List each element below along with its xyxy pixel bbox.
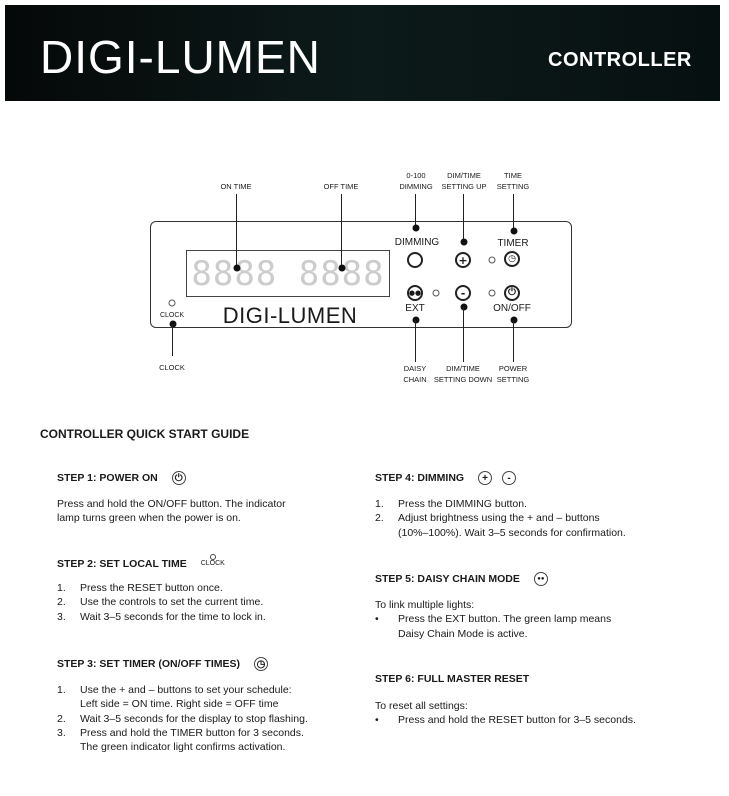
callout-power-setting: POWER SETTING [496, 364, 530, 384]
dimming-label: DIMMING [394, 237, 440, 248]
step-body: To link multiple lights: •Press the EXT … [375, 598, 611, 641]
clock-lamp [168, 299, 176, 307]
leader-line [463, 194, 464, 242]
step-4: STEP 4: DIMMING +- 1.Press the DIMMING bu… [375, 471, 626, 540]
leader-line [341, 194, 342, 268]
list-item: 1.Press the RESET button once. [57, 582, 223, 594]
step-list: 1.Press the DIMMING button. 2.Adjust bri… [375, 497, 626, 540]
onoff-button[interactable]: ⏻ [504, 285, 520, 301]
timer-label: TIMER [497, 238, 529, 249]
daisy-chain-icon: ●● [533, 572, 548, 586]
step-list: 1.Use the + and – buttons to set your sc… [57, 683, 308, 754]
step-2: STEP 2: SET LOCAL TIME CLOCK 1.Press the … [57, 553, 266, 624]
callout-dot [233, 264, 240, 272]
power-icon: ⏻ [171, 471, 186, 485]
intro-text: To reset all settings: [375, 700, 468, 712]
step-heading: STEP 2: SET LOCAL TIME [57, 558, 187, 570]
step-heading: STEP 4: DIMMING [375, 472, 465, 484]
callout-clock: CLOCK [159, 363, 185, 372]
header-banner [5, 5, 720, 101]
power-lamp [488, 289, 496, 297]
callout-dim-up: DIM/TIME SETTING UP [441, 171, 487, 191]
step-body: To reset all settings: •Press and hold t… [375, 699, 636, 728]
text-line: Press and hold the ON/OFF button. The in… [57, 498, 286, 510]
callout-dot [412, 224, 419, 232]
callout-time-setting: TIME SETTING [496, 171, 530, 191]
step-heading: STEP 5: DAISY CHAIN MODE [375, 573, 520, 585]
callout-dot [338, 264, 345, 272]
minus-icon: - [502, 471, 517, 485]
plus-icon: + [478, 471, 493, 485]
ext-button[interactable]: ●● [407, 285, 423, 301]
step-5: STEP 5: DAISY CHAIN MODE ●● To link multi… [375, 572, 611, 641]
led-display: 8888 8888 [186, 250, 390, 297]
minus-button[interactable]: - [455, 285, 471, 301]
callout-daisy-chain: DAISY CHAIN [403, 364, 427, 384]
header-subtitle: CONTROLLER [548, 49, 692, 71]
timer-icon: ◷ [508, 253, 516, 264]
step-1: STEP 1: POWER ON ⏻ Press and hold the ON/… [57, 471, 286, 526]
list-item: 2.Adjust brightness using the + and – bu… [375, 512, 626, 539]
intro-text: To link multiple lights: [375, 599, 475, 611]
controller-panel [150, 221, 572, 328]
step-heading: STEP 1: POWER ON [57, 472, 158, 484]
panel-logo: DIGI-LUMEN [222, 303, 358, 328]
icon-label: CLOCK [200, 559, 225, 567]
timer-button[interactable]: ◷ [504, 251, 520, 267]
list-item: 1.Use the + and – buttons to set your sc… [57, 684, 292, 711]
ext-label: EXT [405, 303, 425, 314]
list-item: 3.Wait 3–5 seconds for the time to lock … [57, 610, 266, 623]
list-item: 2.Use the controls to set the current ti… [57, 596, 264, 609]
list-item: •Press and hold the RESET button for 3–5… [375, 714, 636, 727]
list-item: 2.Wait 3–5 seconds for the display to st… [57, 712, 308, 725]
timer-lamp [488, 256, 496, 264]
callout-dot [460, 238, 467, 246]
power-icon: ⏻ [508, 287, 516, 298]
step-list: 1.Press the RESET button once. 2.Use the… [57, 581, 266, 624]
guide-title: CONTROLLER QUICK START GUIDE [40, 427, 250, 441]
step-heading: STEP 6: FULL MASTER RESET [375, 673, 530, 685]
plus-button[interactable]: + [455, 252, 471, 268]
leader-line [463, 307, 464, 362]
leader-line [415, 194, 416, 228]
clock-lamp-icon: CLOCK [200, 553, 225, 567]
step-body: Press and hold the ON/OFF button. The in… [57, 497, 286, 526]
callout-on-time: ON TIME [220, 182, 252, 191]
leader-line [172, 324, 173, 356]
leader-line [415, 320, 416, 362]
step-6: STEP 6: FULL MASTER RESET To reset all s… [375, 673, 636, 728]
leader-line [513, 320, 514, 362]
text-line: lamp turns green when the power is on. [57, 512, 241, 525]
callout-dot [510, 227, 517, 235]
brand-logo: DIGI-LUMEN [40, 31, 321, 83]
dimming-knob[interactable] [407, 252, 423, 268]
timer-icon: ◷ [253, 657, 268, 671]
step-3: STEP 3: SET TIMER (ON/OFF TIMES) ◷ 1.Use … [57, 657, 308, 754]
leader-line [513, 194, 514, 231]
ext-lamp [432, 289, 440, 297]
leader-line [236, 194, 237, 268]
callout-off-time: OFF TIME [323, 182, 359, 191]
callout-dimming-range: 0-100 DIMMING [399, 171, 433, 191]
step-heading: STEP 3: SET TIMER (ON/OFF TIMES) [57, 658, 240, 670]
daisy-chain-icon: ●● [408, 288, 422, 297]
list-item: 3.Press and hold the TIMER button for 3 … [57, 726, 304, 754]
clock-panel-label[interactable]: CLOCK [159, 312, 185, 319]
onoff-label: ON/OFF [493, 303, 531, 314]
list-item: 1.Press the DIMMING button. [375, 498, 527, 510]
callout-dim-down: DIM/TIME SETTING DOWN [433, 364, 493, 384]
list-item: •Press the EXT button. The green lamp me… [375, 613, 612, 640]
